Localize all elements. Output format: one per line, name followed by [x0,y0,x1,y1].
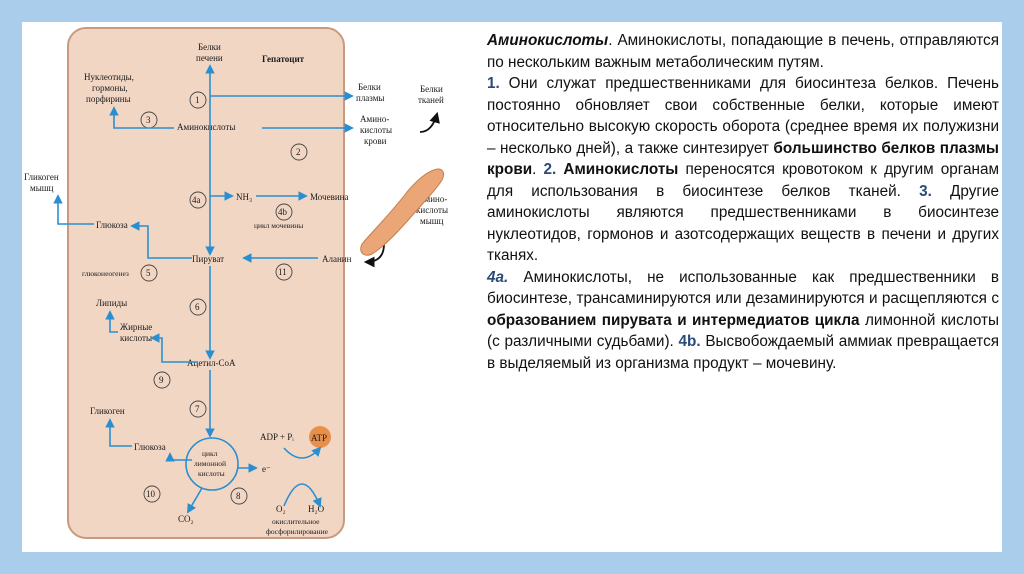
acetyl-coa-label: Ацетил-СоА [187,358,236,368]
svg-text:3: 3 [146,115,151,125]
muscle-glycogen-label-2: мышц [30,183,54,193]
citric-cycle-label-2: лимонной [194,459,226,468]
paragraph-title: Аминокислоты [487,32,609,49]
svg-text:11: 11 [278,267,287,277]
step-marker-1: 1 [189,91,207,109]
muscle-amino-acids-label: Амино- [418,194,447,204]
pathway-arrows [53,64,354,514]
step-marker-9: 9 [153,371,171,389]
blood-amino-acids-label: Амино- [360,114,389,124]
citric-cycle-label-3: кислоты [198,469,225,478]
paragraph-main: Аминокислоты. Аминокислоты, попадающие в… [487,30,999,374]
point-3-text: Другие аминокислоты являются предшествен… [487,182,999,265]
urea-label: Мочевина [310,192,348,202]
muscle-illustration [360,168,445,256]
point-4b-text: Высвобождаемый аммиак превращается в выд… [487,333,999,372]
svg-text:10: 10 [146,489,156,499]
ox-phos-label-2: фосфорилирование [266,527,329,536]
slide-frame: Гепатоцит Белки печени Нуклеотиды, гормо… [22,22,1002,552]
point-2-text: переносятся кровотоком к другим органам … [487,161,999,200]
point-3-number: 3. [919,182,932,200]
tissue-proteins-label-2: тканей [418,95,444,105]
point-4a-text: Аминокислоты, не использованные как пред… [487,268,999,308]
fatty-acids-label: Жирные [120,322,152,332]
svg-text:7: 7 [195,404,200,414]
lipids-label: Липиды [96,298,127,308]
point-2-number: 2. [543,161,557,178]
point-1-text: Они служат предшественниками для биосинт… [487,75,999,157]
amino-acids-label: Аминокислоты [177,122,235,132]
adp-pi-label: ADP + Pᵢ [260,432,294,442]
muscle-amino-acids-label-2: кислоты [416,205,448,215]
step-marker-5: 5 [140,264,158,282]
tissue-proteins-label: Белки [420,84,443,94]
point-1-emphasis: большинство белков плазмы крови [487,139,999,179]
alanine-label: Аланин [322,254,352,264]
point-1-number: 1. [487,75,500,92]
o2-label: O₂ [276,504,286,514]
svg-text:2: 2 [296,147,301,157]
blood-amino-acids-label-2: кислоты [360,125,392,135]
pyruvate-label: Пируват [192,254,224,264]
step-marker-11: 11 [275,263,293,281]
step-marker-4a: 4a [189,191,207,209]
point-4a-number: 4a. [487,268,509,286]
liver-proteins-label-2: печени [196,53,223,63]
point-1-sep: . [532,161,544,178]
citric-cycle-ring [185,437,239,491]
svg-text:4a: 4a [192,195,201,205]
svg-text:6: 6 [195,302,200,312]
atp-badge [309,426,331,448]
muscle-amino-acids-label-3: мышц [420,216,444,226]
hepatocyte-cell [67,27,345,539]
svg-text:4b: 4b [278,207,288,217]
h2o-label: H₂O [308,504,325,514]
gluconeogenesis-label: глюконеогенез [82,269,129,278]
plasma-proteins-label: Белки [358,82,381,92]
metabolic-pathway-diagram: Гепатоцит Белки печени Нуклеотиды, гормо… [22,22,472,552]
fatty-acids-label-2: кислоты [120,333,152,343]
svg-text:8: 8 [236,491,241,501]
electron-label: e⁻ [262,464,271,474]
urea-cycle-label: цикл мочевины [254,221,303,230]
step-marker-7: 7 [189,400,207,418]
atp-label: ATP [311,433,327,443]
svg-text:1: 1 [195,95,200,105]
point-4a-emphasis: образованием пирувата и интермедиатов ци… [487,311,860,329]
nucleotides-label-3: порфирины [86,94,131,104]
ox-phos-label: окислительное [272,517,320,526]
step-marker-8: 8 [230,487,248,505]
cell-title: Гепатоцит [262,54,305,64]
point-4a-text-2: лимонной кислоты (с различными судьбами)… [487,311,999,351]
muscle-glycogen-label: Гликоген [24,172,59,182]
nucleotides-label: Нуклеотиды, [84,72,134,82]
step-marker-4b: 4b [275,203,293,221]
glucose-bottom-label: Глюкоза [134,442,166,452]
nh3-label: NH₃ [236,192,252,202]
alanine-return-arrow [363,243,385,268]
svg-text:9: 9 [159,375,164,385]
nucleotides-label-2: гормоны, [92,83,128,93]
point-2-emphasis: Аминокислоты [556,161,679,178]
plasma-proteins-label-2: плазмы [356,93,384,103]
step-marker-10: 10 [143,485,161,503]
intro-text: . Аминокислоты, попадающие в печень, отп… [487,32,999,71]
citric-cycle-label: цикл [202,449,218,458]
svg-text:5: 5 [146,268,151,278]
tissue-protein-arrow [419,111,440,133]
glucose-top-label: Глюкоза [96,220,128,230]
liver-proteins-label: Белки [198,42,221,52]
glycogen-label: Гликоген [90,406,125,416]
blood-amino-acids-label-3: крови [364,136,387,146]
step-marker-6: 6 [189,298,207,316]
text-panel: Аминокислоты. Аминокислоты, попадающие в… [487,30,999,374]
co2-label: CO₂ [178,514,194,524]
step-marker-2: 2 [290,143,308,161]
point-4b-number: 4b. [678,333,701,350]
